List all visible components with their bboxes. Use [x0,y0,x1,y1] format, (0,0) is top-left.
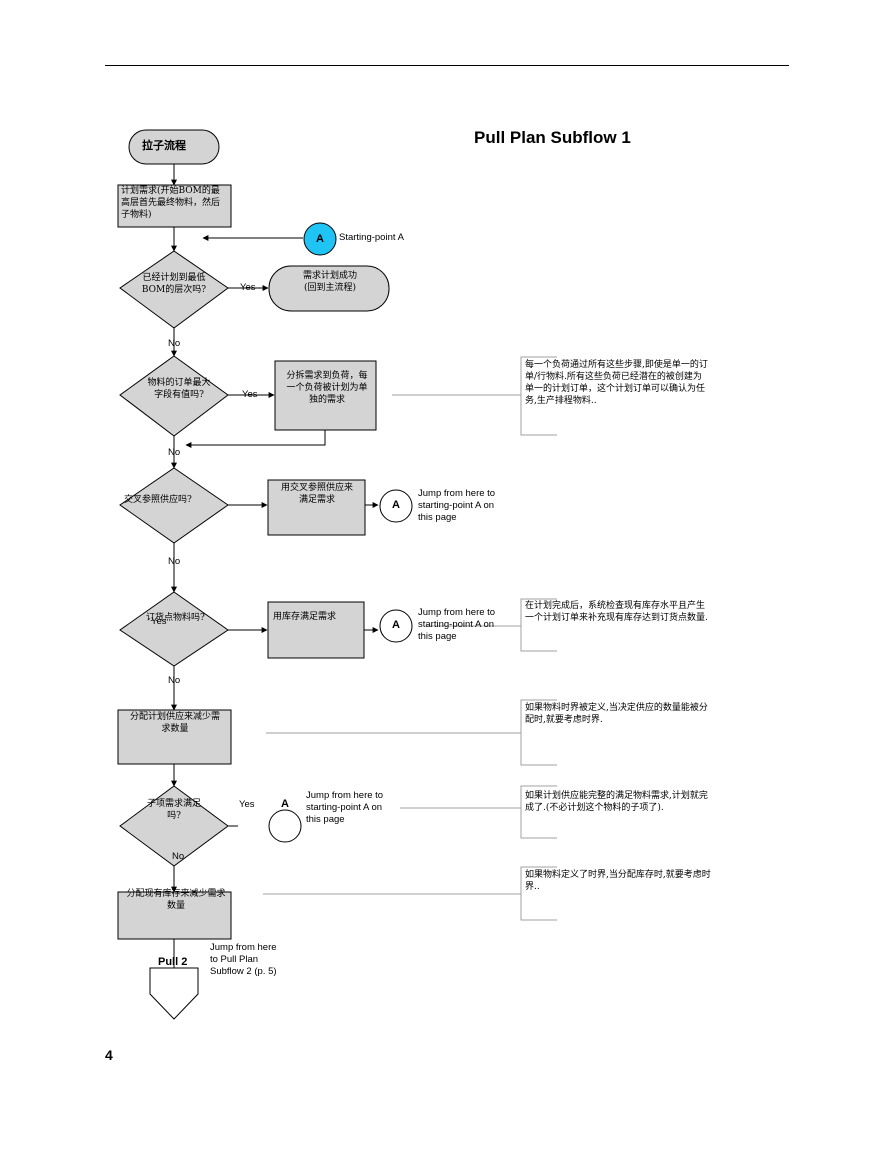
cross-ref-decision [119,467,229,544]
allocate-supply-label: 分配计划供应来减少需 求数量 [129,712,220,734]
start-terminator [128,129,220,165]
jump-a-connector [379,609,413,643]
flow-arrow [185,430,326,448]
jump-a-connector [268,809,302,843]
child-demand-decision [119,785,229,867]
jump-a-text: Jump from here to starting-point A on th… [306,790,384,825]
no-label: No [168,675,181,686]
note-reorder: 在计划完成后，系统检查现有库存水平且产生 一个计划订单来补充现有库存达到订货点数… [525,601,708,623]
lowest-bom-label: 已经计划到最低 BOM的层次吗? [141,273,207,295]
page-title: Pull Plan Subflow 1 [474,128,631,147]
lowest-bom-decision [119,250,229,329]
allocate-supply-box [117,709,232,765]
max-order-label: 物料的订单最大 字段有值吗? [147,378,211,400]
allocate-stock-box [117,891,232,940]
yes-label: Yes [239,799,255,810]
yes-label: Yes [151,616,167,627]
yes-label: Yes [240,282,256,293]
note-bracket [520,598,557,652]
max-order-decision [119,355,229,437]
jump-a-text: Jump from here to starting-point A on th… [418,607,496,642]
cross-ref-box [267,479,366,536]
page-number: 4 [105,1047,113,1063]
note-bracket [520,785,557,839]
note-stock-fence: 如果物料定义了时界,当分配库存时,就要考虑时 界.. [525,870,711,892]
plan-demand-label: 计划需求(开始BOM的最 高层首先最终物料，然后 子物料) [121,186,221,220]
jump-a-label: A [281,798,289,810]
split-demand-label: 分拆需求到负荷，每 一个负荷被计划为单 独的需求 [286,371,368,405]
plan-demand-box [117,184,232,228]
note-bracket [520,356,557,436]
split-demand-box [274,360,377,431]
no-label: No [172,851,185,862]
success-terminator [268,265,390,312]
off-page-connector [149,967,199,1020]
no-label: No [168,556,181,567]
reorder-decision [119,591,229,667]
success-label: 需求计划成功 (回到主流程) [302,271,357,293]
header-rule [105,65,789,66]
starting-point-a-connector [303,222,337,256]
note-bracket [520,699,557,766]
note-time-fence: 如果物料时界被定义,当决定供应的数量能被分 配时,就要考虑时界. [525,703,708,725]
cross-ref-demand-label: 用交叉参照供应来 满足需求 [280,483,353,505]
note-child: 如果计划供应能完整的满足物料需求,计划就完 成了.(不必计划这个物料的子项了). [525,791,708,813]
reorder-label: 订货点物料吗? [146,613,205,623]
note-split: 每一个负荷通过所有这些步骤,即使是单一的订 单/行物料.所有这些负荷已经潜在的被… [525,360,708,406]
no-label: No [168,447,181,458]
jump-pull-2-text: Jump from here to Pull Plan Subflow 2 (p… [210,942,277,977]
no-label: No [168,338,181,349]
jump-a-connector [379,489,413,523]
pull-2-label: Pull 2 [158,956,188,968]
inventory-demand-label: 用库存满足需求 [273,612,337,622]
allocate-stock-label: 分配现有库存来减少需求 数量 [126,889,226,911]
child-demand-label: 子项需求满足 吗? [146,799,201,821]
jump-a-label: A [392,499,400,511]
jump-a-label: A [392,619,400,631]
jump-a-text: Jump from here to starting-point A on th… [418,488,496,523]
inventory-box [267,601,365,659]
starting-point-a-label: Starting-point A [339,232,404,243]
yes-label: Yes [242,389,258,400]
note-bracket [520,866,557,921]
cross-ref-label: 交叉参照供应吗? [124,495,192,505]
connector-a-label: A [316,233,324,245]
start-label: 拉子流程 [142,140,186,152]
